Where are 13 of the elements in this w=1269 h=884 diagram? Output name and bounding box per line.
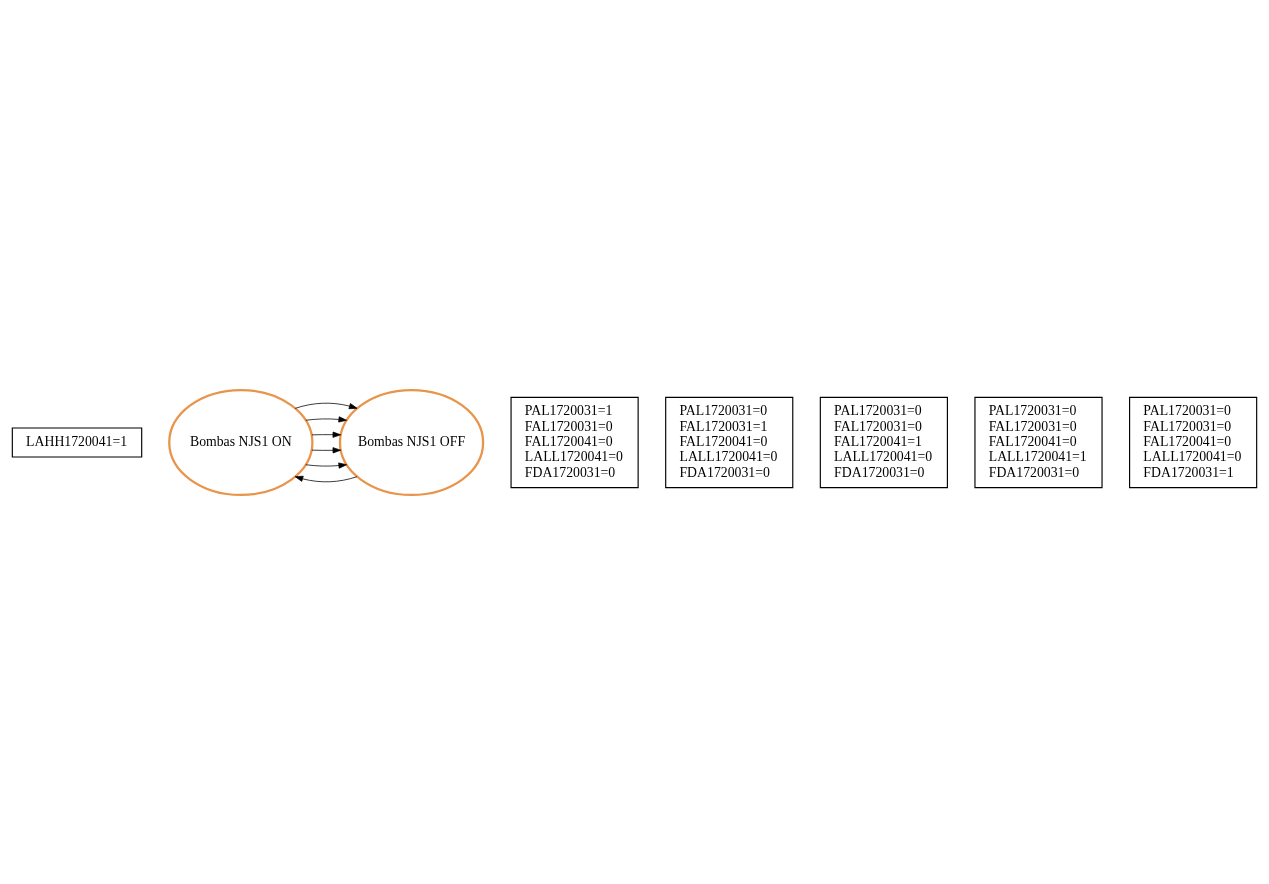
- arrow: [311, 446, 342, 453]
- node-box: LAHH1720041=1: [11, 426, 143, 458]
- node-box: PAL1720031=0 FAL1720031=0 FAL1720041=0 LALL1720041=0 FDA1720031=1: [1129, 396, 1258, 488]
- arrow: [294, 402, 358, 409]
- arrow: [305, 415, 347, 422]
- node-box: PAL1720031=0 FAL1720031=1 FAL1720041=0 LALL1720041=0 FDA1720031=0: [665, 396, 794, 488]
- arrow: [305, 462, 347, 469]
- node-ellipse: Bombas NJS1 ON: [168, 388, 314, 496]
- node-box: PAL1720031=1 FAL1720031=0 FAL1720041=0 LALL1720041=0 FDA1720031=0: [510, 396, 639, 488]
- node-box: PAL1720031=0 FAL1720031=0 FAL1720041=1 LALL1720041=0 FDA1720031=0: [819, 396, 948, 488]
- arrow: [294, 475, 358, 482]
- node-box: PAL1720031=0 FAL1720031=0 FAL1720041=0 LALL1720041=1 FDA1720031=0: [974, 396, 1103, 488]
- arrow: [311, 431, 342, 438]
